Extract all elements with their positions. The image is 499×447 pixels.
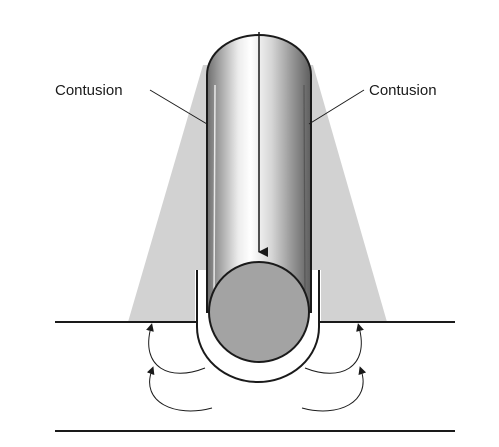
displacement-arrow-right-2 bbox=[301, 366, 367, 412]
contusion-label-right: Contusion bbox=[369, 82, 437, 99]
displacement-arrow-left-2 bbox=[146, 366, 213, 412]
displacement-arrow-right-1 bbox=[304, 323, 364, 374]
rod-rim-left bbox=[213, 84, 216, 301]
contusion-label-left: Contusion bbox=[55, 82, 123, 99]
indentation-outline bbox=[196, 270, 320, 383]
rod-end-face bbox=[208, 261, 310, 363]
leader-line-right bbox=[308, 89, 365, 125]
leader-line-left bbox=[149, 89, 208, 125]
rod-rim-right bbox=[303, 84, 306, 301]
displacement-arrow-left-1 bbox=[146, 323, 206, 374]
